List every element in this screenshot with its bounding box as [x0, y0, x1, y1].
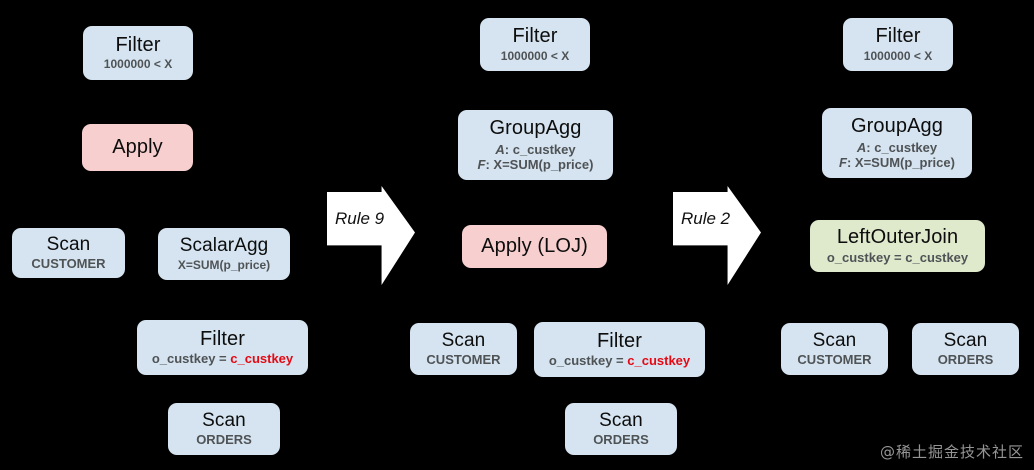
highlighted-column: c_custkey: [627, 353, 691, 369]
operator-subtitle: ORDERS: [937, 352, 994, 368]
operator-title: Scan: [202, 409, 246, 431]
operator-title: GroupAgg: [489, 117, 582, 140]
operator-title: GroupAgg: [851, 115, 943, 138]
operator-title: Filter: [199, 327, 246, 350]
operator-c2-apply-loj[interactable]: Apply (LOJ): [462, 225, 607, 268]
arrow-shape: [327, 186, 415, 285]
operator-subtitle: 1000000 < X: [500, 48, 570, 63]
watermark: @稀土掘金技术社区: [879, 443, 1024, 461]
operator-subtitle: CUSTOMER: [31, 256, 106, 272]
rule-arrow-label: Rule 2: [681, 208, 731, 228]
operator-title: LeftOuterJoin: [836, 226, 959, 249]
operator-subline: A: c_custkey: [856, 139, 938, 155]
operator-title: Filter: [596, 329, 643, 352]
operator-c1-apply[interactable]: Apply: [82, 124, 193, 171]
operator-subtitle: CUSTOMER: [797, 352, 872, 368]
operator-title: Filter: [512, 25, 558, 48]
operator-title: Scan: [943, 329, 988, 351]
operator-title: Scan: [441, 329, 486, 351]
rule-arrow-rule-2[interactable]: Rule 2: [673, 186, 761, 285]
operator-title: Scan: [46, 233, 91, 255]
operator-subtitle: o_custkey = c_custkey: [151, 351, 294, 367]
operator-title: Apply (LOJ): [481, 234, 588, 257]
operator-title: Apply: [112, 135, 163, 158]
operator-title: Filter: [875, 25, 921, 48]
operator-subtitle: ORDERS: [593, 432, 649, 448]
operator-title: Scan: [812, 329, 857, 351]
operator-title: Scan: [599, 409, 643, 431]
operator-title: Filter: [115, 33, 161, 56]
operator-subtitle: X=SUM(p_price): [177, 257, 271, 272]
operator-subline: F: X=SUM(p_price): [477, 156, 594, 172]
operator-subline: A: c_custkey: [495, 141, 576, 157]
operator-subline: F: X=SUM(p_price): [839, 154, 955, 170]
rule-arrow-label: Rule 9: [335, 208, 385, 228]
rule-arrow-rule-9[interactable]: Rule 9: [327, 186, 415, 285]
operator-subtitle: ORDERS: [196, 432, 252, 448]
operator-subtitle: CUSTOMER: [426, 352, 501, 368]
operator-subtitle: 1000000 < X: [103, 57, 173, 72]
operator-title: ScalarAgg: [179, 235, 269, 257]
arrow-shape: [673, 186, 761, 285]
operator-subtitle: o_custkey = c_custkey: [826, 249, 969, 265]
operator-subtitle: o_custkey = c_custkey: [548, 353, 691, 369]
operator-subtitle: 1000000 < X: [863, 48, 933, 63]
highlighted-column: c_custkey: [230, 351, 294, 367]
